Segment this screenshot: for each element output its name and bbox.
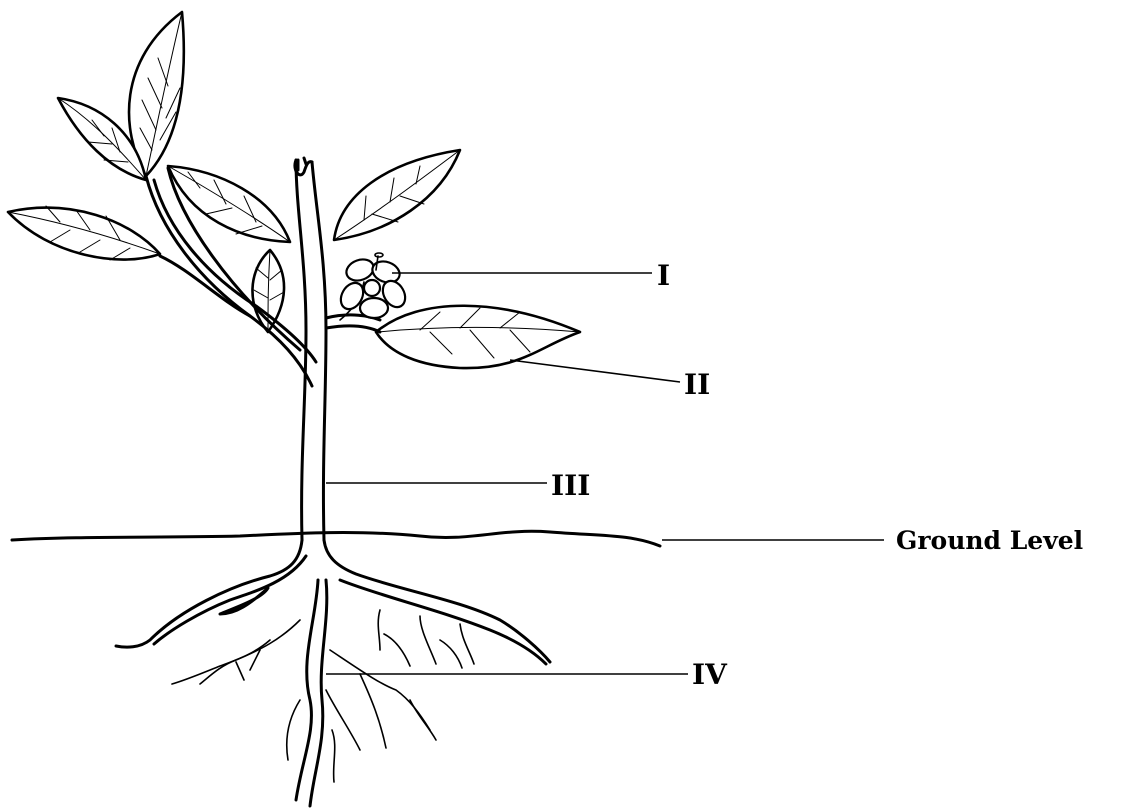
label-ground-level: Ground Level: [896, 526, 1083, 555]
label-root: IV: [692, 658, 728, 691]
label-leaf: II: [684, 368, 710, 401]
label-flower: I: [657, 259, 670, 292]
leaf-left: [8, 206, 160, 260]
leaf-upper-right: [334, 150, 460, 240]
roots: [116, 540, 550, 806]
label-stem: III: [551, 469, 590, 502]
leader-leaf: [510, 360, 680, 382]
flower: [336, 253, 409, 320]
ground-line: [12, 531, 660, 546]
leaf-middle-left: [168, 166, 290, 242]
leaf-lower-right: [376, 306, 580, 368]
